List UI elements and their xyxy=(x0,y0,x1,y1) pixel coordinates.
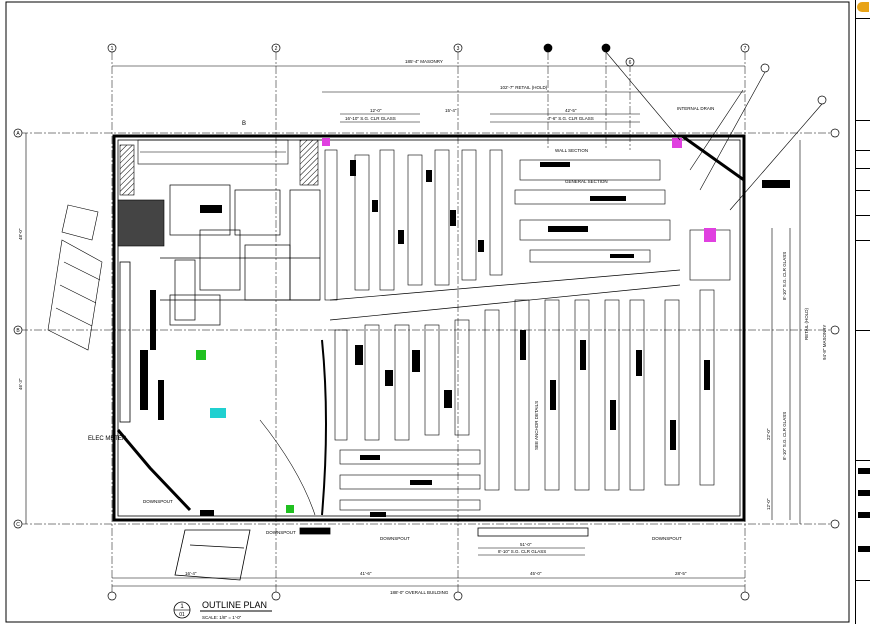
shelving-lower xyxy=(259,289,715,516)
company-logo xyxy=(857,2,869,12)
title-block-divider xyxy=(855,168,870,169)
dim-right-seg-2: 12'-0" xyxy=(766,498,771,510)
dim-right-seg: 22'-0" xyxy=(766,428,771,440)
dimension-lines xyxy=(25,65,801,587)
grid-top-7: 7 xyxy=(744,46,747,52)
dim-bottom-seg-2: 41'-6" xyxy=(360,571,372,576)
dim-glass-2-len: 42'-5" xyxy=(565,108,577,113)
title-block-divider xyxy=(855,215,870,216)
rooftop-equipment xyxy=(47,139,319,351)
note-wall-section: WALL SECTION xyxy=(555,148,588,153)
dim-mid-top: 15'-4" xyxy=(445,108,457,113)
back-of-house-rooms xyxy=(160,184,681,326)
note-downspout-2: DOWNSPOUT xyxy=(266,530,296,535)
dim-bottom-glass: 8'-10" S.G. CLR GLASS xyxy=(498,549,546,554)
note-aisle: SEE ANCHOR DETAILS xyxy=(534,401,539,450)
dim-glass-1: 16'-10" S.G. CLR GLASS xyxy=(345,116,396,121)
dim-right-retail: RETAIL (HOLD) xyxy=(804,307,809,340)
entrance-vestibule xyxy=(174,527,589,581)
note-downspout-4: DOWNSPOUT xyxy=(652,536,682,541)
note-internal-drain: INTERNAL DRAIN xyxy=(677,106,714,111)
title-block-divider xyxy=(855,190,870,191)
grid-left-b: B xyxy=(16,328,20,334)
view-number: 1 xyxy=(180,604,184,610)
grid-lines xyxy=(20,52,835,592)
view-sheet-ref: 01 xyxy=(179,612,185,618)
dim-retail-top: 102'-7" RETAIL (HOLD) xyxy=(500,85,548,90)
title-block-divider xyxy=(855,18,870,19)
grid-top-3: 3 xyxy=(457,46,460,52)
colored-markers xyxy=(196,138,716,513)
grid-top-1: 1 xyxy=(111,46,114,52)
grid-left-a: A xyxy=(16,131,20,137)
note-elec-meter: ELEC METER xyxy=(88,436,127,442)
view-title: OUTLINE PLAN xyxy=(202,600,267,610)
leader-lines xyxy=(605,51,823,211)
annotation-notes: INTERNAL DRAIN WALL SECTION GENERAL SECT… xyxy=(88,106,714,541)
dim-bottom-seg-3: 45'-0" xyxy=(530,571,542,576)
dim-left-lower: 46'-3" xyxy=(18,378,23,390)
title-block-divider xyxy=(855,460,870,461)
dim-bottom-glass-len: 51'-0" xyxy=(520,542,532,547)
note-general-section: GENERAL SECTION xyxy=(565,179,608,184)
dim-left-overall: 48'-0" xyxy=(18,228,23,240)
legend-swatch xyxy=(858,512,870,518)
dim-glass-1-len: 12'-0" xyxy=(370,108,382,113)
grid-top-2: 2 xyxy=(275,46,278,52)
view-scale: SCALE: 1/8" = 1'-0" xyxy=(202,615,242,620)
grid-left-c: C xyxy=(16,522,20,528)
dim-bottom-overall: 188'-0" OVERALL BUILDING xyxy=(390,590,449,595)
legend-swatch xyxy=(858,546,870,552)
dim-bottom-seg-4: 28'-5" xyxy=(675,571,687,576)
note-downspout-3: DOWNSPOUT xyxy=(380,536,410,541)
dim-right-glass-1: 8'-10" S.G. CLR GLASS xyxy=(782,252,787,300)
grid-markers xyxy=(13,43,840,601)
title-block-divider xyxy=(855,120,870,121)
title-block-divider xyxy=(855,150,870,151)
grid-top-6: 6 xyxy=(629,60,632,66)
fixtures xyxy=(119,160,790,517)
north-marker: B xyxy=(242,121,246,127)
view-title-block: 1 01 OUTLINE PLAN SCALE: 1/8" = 1'-0" xyxy=(173,600,272,620)
title-block-divider xyxy=(855,240,870,241)
title-block-strip xyxy=(855,0,870,624)
title-block-divider xyxy=(855,330,870,331)
dim-top-overall: 185'-4" MASONRY xyxy=(405,59,443,64)
dim-right-glass-2: 8'-10" S.G. CLR GLASS xyxy=(782,412,787,460)
legend-swatch xyxy=(858,490,870,496)
grid-marker-labels: 1 2 3 6 7 A B C xyxy=(16,46,746,528)
title-block-divider xyxy=(855,580,870,581)
sheet-border xyxy=(5,1,850,623)
dim-right-masonry: 94'-8" MASONRY xyxy=(822,325,827,360)
legend-swatch xyxy=(858,468,870,474)
note-downspout-1: DOWNSPOUT xyxy=(143,499,173,504)
dim-bottom-seg-1: 16'-4" xyxy=(185,571,197,576)
dim-glass-2: 7'-6" S.G. CLR GLASS xyxy=(548,116,594,121)
dimension-labels: 185'-4" MASONRY 102'-7" RETAIL (HOLD) 12… xyxy=(18,59,827,595)
